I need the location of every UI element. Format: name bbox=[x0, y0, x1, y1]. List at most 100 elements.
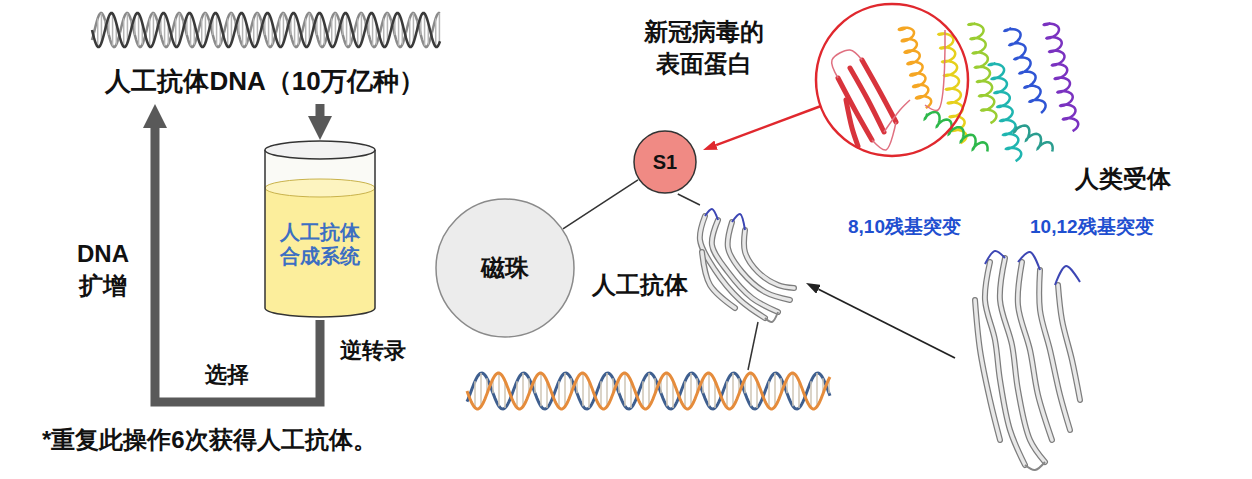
protein-loop bbox=[832, 50, 862, 78]
beta-strand bbox=[846, 100, 858, 146]
antibody-ribbon bbox=[975, 251, 1080, 470]
beta-strand bbox=[744, 230, 794, 288]
mutation-label: 10,12残基突变 bbox=[1030, 214, 1154, 240]
base-pair bbox=[666, 373, 668, 406]
base-pair bbox=[149, 18, 151, 46]
alpha-helix bbox=[899, 28, 931, 108]
base-pair bbox=[768, 381, 770, 407]
beta-strand bbox=[1039, 270, 1070, 430]
base-pair bbox=[726, 381, 728, 407]
protein-loop bbox=[705, 209, 718, 220]
beta-strand bbox=[1058, 285, 1080, 400]
base-pair bbox=[242, 14, 244, 46]
base-pair bbox=[320, 14, 322, 46]
alpha-helix bbox=[1044, 23, 1078, 131]
base-pair bbox=[175, 18, 177, 46]
beta-strand bbox=[702, 252, 735, 308]
beta-strand bbox=[850, 68, 884, 132]
beta-strand bbox=[744, 230, 794, 288]
zoom-circle bbox=[816, 4, 968, 156]
base-pair bbox=[424, 14, 426, 46]
base-pair bbox=[201, 18, 203, 46]
beta-strand bbox=[702, 252, 735, 308]
base-pair bbox=[564, 373, 566, 406]
node-circle bbox=[634, 131, 696, 193]
binding-line bbox=[678, 194, 700, 205]
beta-strand bbox=[1018, 262, 1052, 440]
base-pair bbox=[690, 373, 692, 406]
base-pair bbox=[816, 373, 818, 406]
callout-label: 人类受体 bbox=[1075, 163, 1171, 195]
base-pair bbox=[279, 18, 281, 46]
protein-loop bbox=[1055, 266, 1080, 285]
base-pair bbox=[810, 381, 812, 407]
dna-helix bbox=[92, 13, 440, 47]
protein-structure bbox=[832, 23, 1078, 161]
node-text: 人工抗体DNA（10万亿种） bbox=[75, 66, 455, 97]
zoom-arrow bbox=[716, 106, 821, 145]
base-pair bbox=[112, 14, 114, 46]
beta-strand bbox=[1018, 262, 1052, 440]
alpha-helix bbox=[989, 63, 1021, 161]
node-text: 人工抗体 bbox=[592, 271, 688, 300]
base-pair bbox=[708, 373, 710, 406]
base-pair bbox=[409, 18, 411, 46]
protein-loop bbox=[765, 312, 778, 322]
node-text: 磁珠 bbox=[435, 254, 575, 283]
alpha-helix bbox=[1014, 126, 1052, 152]
helix-strand bbox=[467, 373, 830, 409]
beaker-outline bbox=[265, 150, 375, 317]
node-text: S1 bbox=[633, 150, 697, 174]
beta-strand bbox=[862, 60, 896, 122]
base-pair bbox=[582, 373, 584, 406]
callout-label: 新冠病毒的 表面蛋白 bbox=[640, 16, 768, 81]
magnetic-bead: 磁珠 bbox=[435, 198, 575, 338]
base-pair bbox=[190, 14, 192, 46]
beaker-liquid bbox=[265, 188, 375, 317]
footnote: *重复此操作6次获得人工抗体。 bbox=[42, 424, 377, 456]
helix-strand bbox=[467, 373, 830, 409]
base-pair bbox=[750, 373, 752, 406]
helix-strand bbox=[92, 13, 440, 47]
protein-loop bbox=[732, 214, 745, 230]
base-pair bbox=[516, 381, 518, 407]
base-pair bbox=[642, 381, 644, 407]
base-pair bbox=[294, 14, 296, 46]
base-pair bbox=[522, 373, 524, 406]
base-pair bbox=[331, 18, 333, 46]
protein-loop bbox=[925, 30, 945, 110]
helix-strand bbox=[92, 13, 440, 47]
antibody-ribbon bbox=[700, 209, 794, 322]
mutation-arrow bbox=[819, 289, 955, 358]
base-pair bbox=[123, 18, 125, 46]
base-pair bbox=[227, 18, 229, 46]
base-pair bbox=[792, 373, 794, 406]
protein-loop bbox=[872, 122, 896, 150]
base-pair bbox=[474, 381, 476, 407]
alpha-helix bbox=[925, 112, 988, 151]
base-pair bbox=[383, 18, 385, 46]
base-pair bbox=[253, 18, 255, 46]
beaker-body bbox=[265, 150, 375, 317]
base-pair bbox=[732, 373, 734, 406]
step-label: 逆转录 bbox=[340, 336, 406, 366]
step-label: DNA 扩增 bbox=[70, 238, 136, 303]
leader-line bbox=[748, 322, 758, 370]
dna-library: 人工抗体DNA（10万亿种） bbox=[75, 4, 455, 104]
leader-lines bbox=[716, 106, 955, 370]
alpha-helix bbox=[969, 23, 997, 123]
artificial-antibody: 人工抗体 bbox=[588, 205, 800, 325]
base-pair bbox=[216, 14, 218, 46]
protein-loop bbox=[884, 100, 910, 132]
dna-helix bbox=[467, 373, 830, 409]
base-pair bbox=[435, 18, 437, 46]
protein-loop bbox=[1018, 252, 1040, 270]
beta-strand bbox=[975, 300, 1000, 440]
protein-loop bbox=[985, 251, 1005, 264]
base-pair bbox=[684, 381, 686, 407]
base-pair bbox=[600, 381, 602, 407]
base-pair bbox=[648, 373, 650, 406]
beta-strand bbox=[1039, 270, 1070, 430]
base-pair bbox=[439, 13, 441, 43]
